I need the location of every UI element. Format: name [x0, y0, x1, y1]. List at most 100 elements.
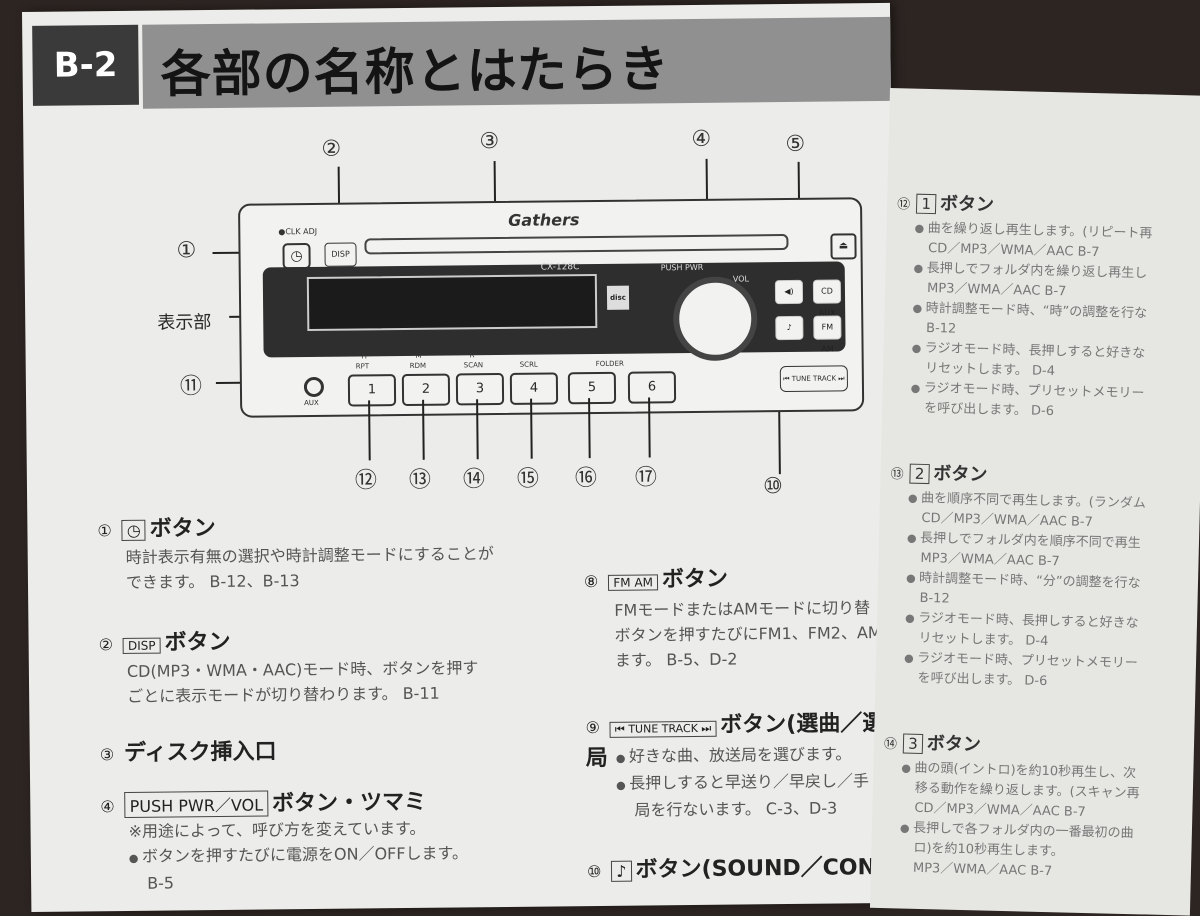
head-unit: Gathers ●CLK ADJ ◷ DISP ⏏ CX-128C disc P…: [238, 197, 865, 418]
section-9-line-1: 好きな曲、放送局を選びます。: [616, 741, 869, 771]
model-label: CX-128C: [540, 262, 580, 273]
sub-label-h: H: [361, 352, 367, 361]
section-12-text: 曲を繰り返し再生します。(リピート再 CD／MP3／WMA／AAC B-7 長押…: [910, 219, 1153, 425]
section-4-line-1: ※用途によって、呼び方を変えています。: [128, 818, 426, 841]
fm-am-button[interactable]: FM AM: [813, 315, 842, 354]
sound-button[interactable]: ♪: [775, 315, 804, 341]
section-8-number: ⑧: [583, 571, 599, 592]
rdm-label: RDM: [409, 361, 427, 370]
section-4-label: ボタン・ツマミ: [271, 789, 427, 817]
clock-icon: ◷: [121, 519, 146, 541]
eject-button[interactable]: ⏏: [830, 233, 857, 260]
section-13-number: ⑬: [890, 467, 904, 483]
section-13-label: ボタン: [933, 463, 988, 486]
fm-am-icon: FM AM: [608, 574, 659, 591]
section-2-number: ②: [98, 635, 114, 655]
section-9-number: ⑨: [585, 717, 600, 738]
scrl-label: SCRL: [519, 360, 538, 369]
tune-track-button[interactable]: ⏮ TUNE TRACK ⏭: [779, 365, 849, 393]
callout-1: ①: [176, 238, 197, 264]
section-14-text: 曲の頭(イントロ)を約10秒再生し、次 移る動作を繰り返します。(スキャン再 C…: [899, 758, 1141, 884]
cd-aux-button[interactable]: CD AUX: [812, 279, 842, 318]
front-panel: CX-128C disc PUSH PWR VOL ◀) CD AUX ♪ FM…: [262, 261, 846, 362]
brand-logo: Gathers: [508, 210, 580, 230]
sub-label-r: R: [469, 351, 475, 360]
section-9-line-3: 局を行ないます。 C-3、D-3: [634, 798, 838, 820]
speaker-icon: ◀): [784, 286, 794, 297]
section-8-line-2: ボタンを押すたびにFM1、FM2、AM: [614, 623, 882, 645]
section-9-text: 好きな曲、放送局を選びます。 長押しすると早送り／早戻し／手 局を行ないます。 …: [616, 741, 870, 823]
rpt-label: RPT: [355, 362, 370, 371]
preset-1-icon: 1: [916, 193, 937, 215]
callout-13: ⑬: [408, 467, 432, 493]
callout-16: ⑯: [574, 466, 598, 492]
section-4-text: ※用途によって、呼び方を変えています。 ボタンを押すたびに電源をON／OFFしま…: [128, 815, 468, 896]
section-badge: B-2: [32, 24, 139, 106]
preset-button-2[interactable]: 2: [401, 373, 451, 407]
title-bar: 各部の名称とはたらき: [142, 16, 891, 109]
manual-page-left: B-2 各部の名称とはたらき ② ③ ④ ⑤ ① ⑪ ⑩ 表示部 Gathers…: [22, 2, 900, 912]
preset-button-3[interactable]: 3: [455, 372, 505, 406]
callout-3: ③: [479, 129, 500, 155]
preset-button-4[interactable]: 4: [509, 372, 559, 405]
section-2-line-1: CD(MP3・WMA・AAC)モード時、ボタンを押す: [126, 658, 479, 681]
section-12-number: ⑫: [896, 197, 911, 213]
section-13-text: 曲を順序不同で再生します。(ランダム CD／MP3／WMA／AAC B-7 長押…: [903, 489, 1146, 695]
lcd-display: [306, 273, 598, 332]
preset-button-5[interactable]: 5: [567, 371, 617, 405]
section-8-text: FMモードまたはAMモードに切り替 ボタンを押すたびにFM1、FM2、AM ます…: [614, 595, 882, 673]
section-3-number: ③: [99, 745, 115, 765]
push-pwr-label: PUSH PWR: [660, 262, 704, 273]
aux-jack[interactable]: [303, 376, 325, 398]
section-1-title: ①◷ボタン: [97, 510, 216, 543]
aux-label: AUX: [304, 398, 319, 408]
section-9-line-2: 長押しすると早送り／早戻し／手: [616, 768, 869, 798]
volume-knob[interactable]: [672, 276, 758, 362]
section-header: B-2 各部の名称とはたらき: [22, 16, 891, 122]
section-3-title: ③ ディスク挿入口: [100, 733, 277, 767]
music-note-icon: ♪: [611, 860, 632, 882]
callout-17: ⑰: [634, 465, 658, 491]
tune-track-icon: ⏮ TUNE TRACK ⏭: [609, 720, 717, 738]
section-1-text: 時計表示有無の選択や時計調整モードにすることが できます。 B-12、B-13: [126, 541, 495, 595]
clock-button[interactable]: ◷: [282, 242, 311, 270]
section-4-number: ④: [100, 797, 115, 817]
section-14-label: ボタン: [926, 733, 982, 756]
section-4-line-3: B-5: [147, 873, 175, 893]
preset-button-6[interactable]: 6: [627, 371, 677, 404]
section-8-line-1: FMモードまたはAMモードに切り替: [614, 598, 871, 620]
disc-slot: [364, 233, 789, 255]
section-1-line-1: 時計表示有無の選択や時計調整モードにすることが: [125, 544, 494, 567]
section-10-label: ボタン(SOUND／CON: [635, 855, 877, 883]
preset-3-icon: 3: [903, 733, 924, 754]
section-1-label: ボタン: [149, 516, 216, 542]
section-10-number: ⑩: [586, 861, 602, 882]
mute-button[interactable]: ◀): [774, 279, 804, 305]
section-3-label: ディスク挿入口: [123, 739, 277, 766]
disp-button[interactable]: DISP: [324, 242, 357, 267]
callout-2: ②: [321, 136, 342, 162]
callout-10: ⑩: [762, 474, 783, 500]
section-2-label: ボタン: [164, 629, 231, 656]
section-14-number: ⑭: [883, 737, 898, 753]
callout-5: ⑤: [785, 131, 806, 158]
disp-icon: DISP: [122, 637, 161, 654]
section-4-line-2: ボタンを押すたびに電源をON／OFFします。: [129, 840, 468, 871]
callout-14: ⑭: [462, 467, 486, 493]
section-10-title: ⑩ ♪ボタン(SOUND／CON: [587, 849, 876, 884]
display-label: 表示部: [157, 312, 212, 334]
push-pwr-vol-icon: PUSH PWR／VOL: [124, 790, 269, 818]
preset-button-1[interactable]: 1: [347, 374, 397, 407]
tune-track-label: TUNE TRACK: [791, 374, 837, 383]
section-12-label: ボタン: [939, 193, 995, 216]
page-title: 各部の名称とはたらき: [160, 40, 670, 104]
callout-12: ⑫: [354, 468, 378, 494]
preset-2-icon: 2: [909, 463, 930, 485]
clock-icon: ◷: [290, 248, 303, 265]
